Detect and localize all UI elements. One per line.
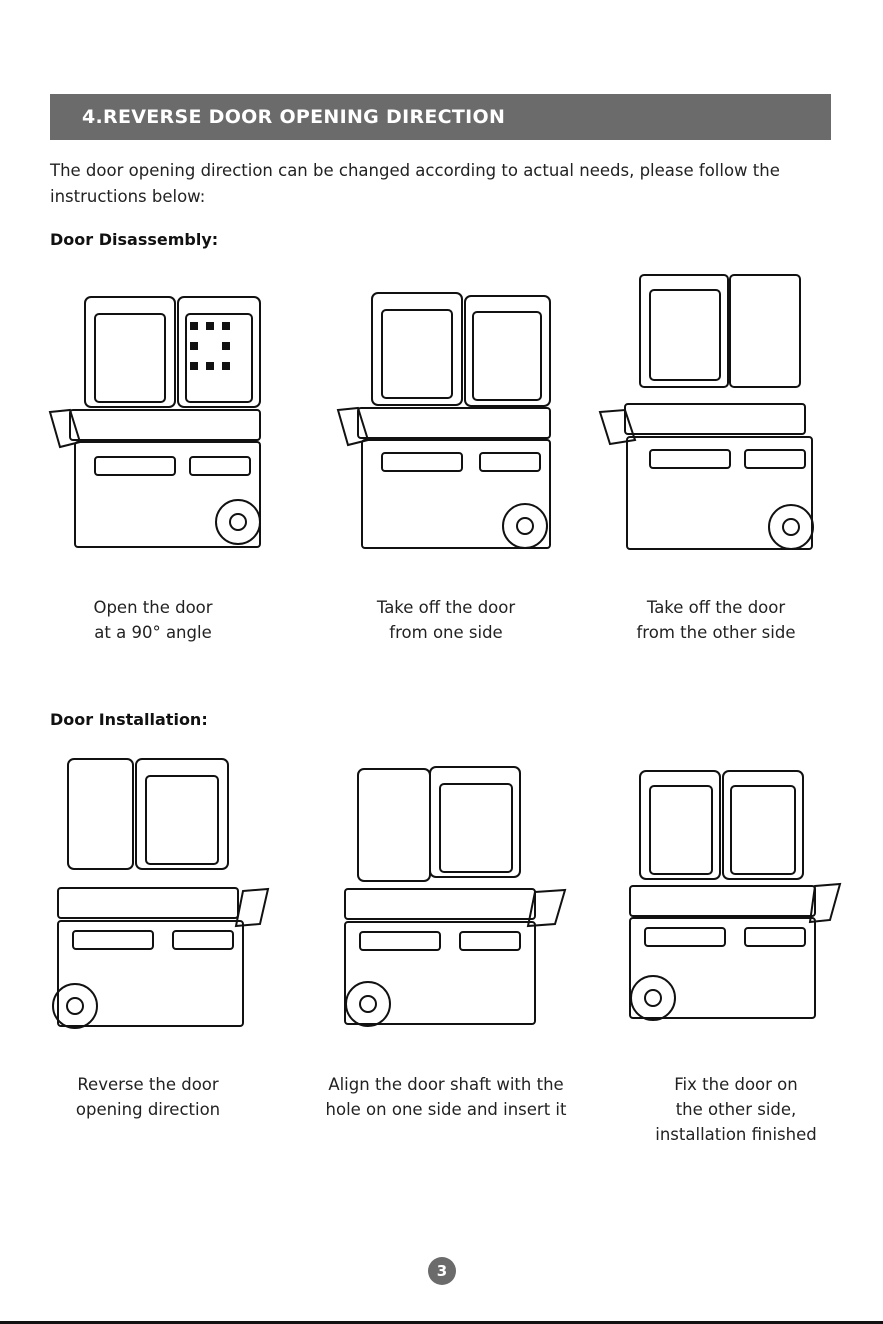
disassembly-label: Door Disassembly: (50, 230, 219, 249)
page-number: 3 (428, 1257, 456, 1285)
fridge-illustration-icon (336, 292, 551, 549)
fridge-illustration-icon (52, 758, 270, 1029)
step-caption: Open the door at a 90° angle (93, 598, 213, 642)
fridge-illustration-icon (598, 274, 814, 550)
bottom-rule (0, 1321, 883, 1324)
fridge-illustration-icon (344, 766, 567, 1027)
fridge-illustration-icon (629, 770, 842, 1021)
section-title: 4.REVERSE DOOR OPENING DIRECTION (82, 106, 506, 128)
step-caption: Fix the door on the other side, installa… (655, 1075, 817, 1144)
step-caption: Align the door shaft with the hole on on… (325, 1075, 567, 1119)
fridge-illustration-icon (48, 296, 261, 548)
intro-text: The door opening direction can be change… (50, 161, 780, 206)
step-caption: Reverse the door opening direction (75, 1075, 221, 1119)
section-header: 4.REVERSE DOOR OPENING DIRECTION (50, 94, 831, 140)
step-caption: Take off the door from the other side (636, 598, 796, 642)
installation-label: Door Installation: (50, 710, 208, 729)
step-caption: Take off the door from one side (376, 598, 516, 642)
